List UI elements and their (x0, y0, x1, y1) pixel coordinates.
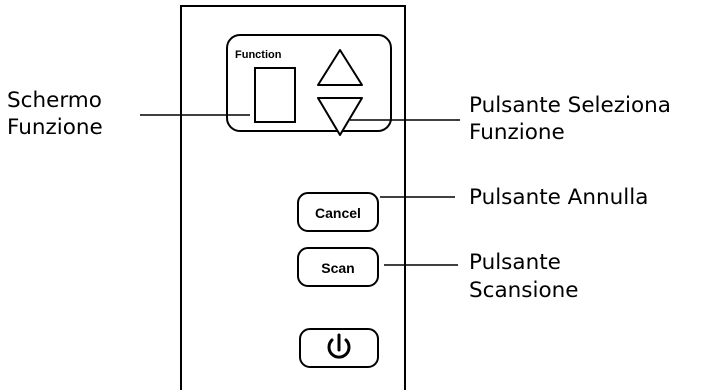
cancel-button-label: Cancel (315, 205, 361, 221)
scan-button-label: Scan (321, 260, 354, 276)
callout-annulla: Pulsante Annulla (469, 185, 649, 210)
cancel-button[interactable]: Cancel (297, 192, 379, 232)
function-label: Function (235, 49, 282, 61)
callout-seleziona-line1: Pulsante Seleziona (469, 93, 671, 118)
power-icon (327, 333, 351, 359)
callout-scansione-line1: Pulsante (469, 250, 561, 275)
scan-button[interactable]: Scan (297, 247, 379, 287)
panel-frame (180, 5, 406, 390)
callout-schermo-line1: Schermo (7, 88, 102, 113)
up-arrow-icon[interactable] (317, 49, 363, 86)
power-button[interactable] (299, 328, 379, 368)
callout-scansione-line2: Scansione (469, 278, 579, 303)
callout-seleziona-line2: Funzione (469, 120, 565, 145)
down-arrow-icon[interactable] (317, 97, 363, 136)
function-screen (254, 67, 296, 123)
callout-schermo-line2: Funzione (7, 115, 103, 140)
